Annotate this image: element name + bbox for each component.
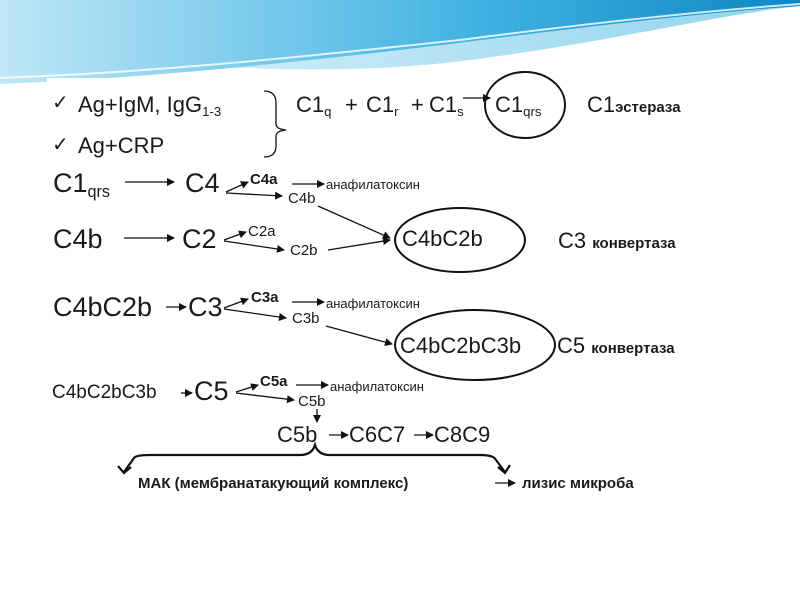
c2b-label: C2b bbox=[290, 242, 318, 259]
anaphylatoxin-label-2: анафилатоксин bbox=[326, 296, 420, 311]
anaphylatoxin-label-1: анафилатоксин bbox=[326, 177, 420, 192]
check-mark-1: ✓ bbox=[52, 92, 69, 114]
c1q-label: C1q bbox=[296, 92, 332, 119]
c4b-fragment-label: C4b bbox=[288, 190, 316, 207]
c1qrs-label: C1qrs bbox=[495, 92, 542, 119]
check-mark-2: ✓ bbox=[52, 134, 69, 156]
microbe-lysis-label: лизис микроба bbox=[522, 475, 634, 492]
anaphylatoxin-label-3: анафилатоксин bbox=[330, 379, 424, 394]
c5b-fragment-label: C5b bbox=[298, 393, 326, 410]
source-ag-crp: Ag+CRP bbox=[78, 133, 165, 158]
plus-sign-1: + bbox=[345, 92, 358, 117]
c4b-node: C4b bbox=[53, 224, 103, 254]
c4bc2bc3b-source-node: C4bC2bC3b bbox=[52, 382, 157, 403]
c1r-label: C1r bbox=[366, 92, 399, 119]
c3b-label: C3b bbox=[292, 310, 320, 327]
c5-convertase-label: C5 конвертаза bbox=[557, 333, 675, 358]
c8c9-node: C8C9 bbox=[434, 422, 491, 447]
c4bc2b-node: C4bC2b bbox=[402, 226, 483, 251]
c6c7-node: C6C7 bbox=[349, 422, 406, 447]
content-panel bbox=[47, 78, 740, 508]
c3-convertase-label: C3 конвертаза bbox=[558, 228, 676, 253]
source-ag-igm-igg: Ag+IgM, IgG1-3 bbox=[78, 92, 222, 119]
c4-node: C4 bbox=[185, 168, 220, 198]
c5-node: C5 bbox=[194, 376, 229, 406]
plus-sign-2: + bbox=[411, 92, 424, 117]
c5b-node: C5b bbox=[277, 422, 318, 447]
header-swoosh-dark bbox=[0, 0, 800, 84]
c1s-label: C1s bbox=[429, 92, 464, 119]
c2a-label: C2a bbox=[248, 223, 276, 240]
mac-label: МАК (мембранатакующий комплекс) bbox=[138, 475, 409, 492]
c1-esterase-label: C1эстераза bbox=[587, 92, 681, 117]
c4bc2bc3b-node: C4bC2bC3b bbox=[400, 333, 522, 358]
c2-node: C2 bbox=[182, 224, 217, 254]
c3a-label: C3a bbox=[251, 289, 279, 306]
c3-node: C3 bbox=[188, 292, 223, 322]
c5a-label: C5a bbox=[260, 373, 288, 390]
c4bc2b-source-node: C4bC2b bbox=[53, 292, 153, 322]
c1qrs-node: C1qrs bbox=[53, 168, 111, 201]
c4a-label: C4a bbox=[250, 171, 278, 188]
